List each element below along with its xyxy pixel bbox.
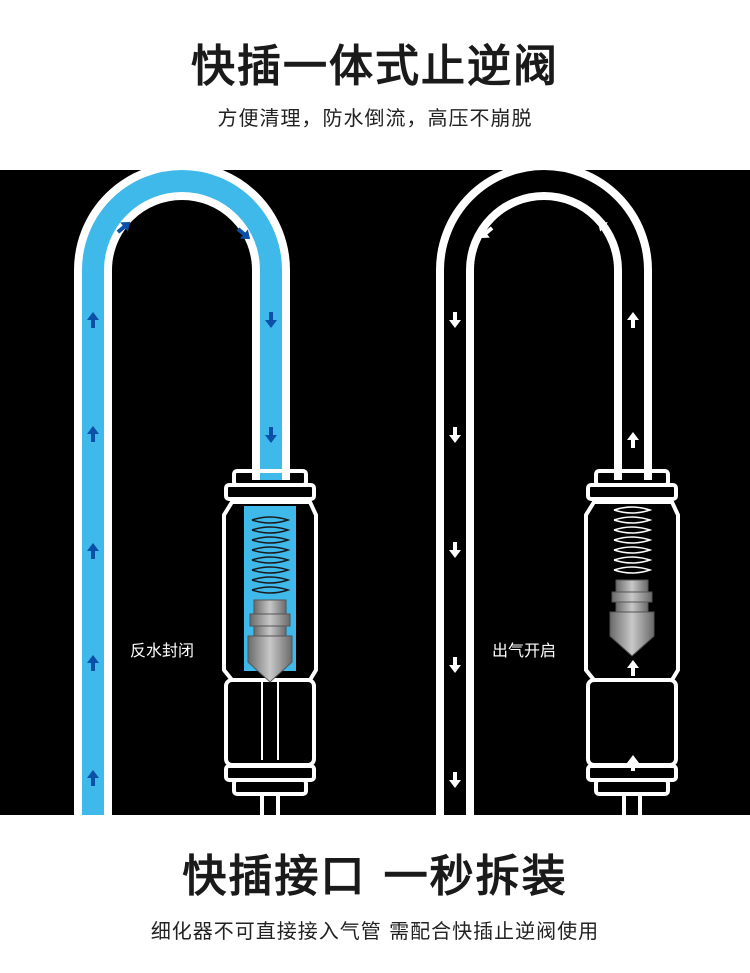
left-valve-core [247,599,293,683]
right-tube [436,170,652,815]
check-valve-diagram [74,170,680,815]
open-state-label: 出气开启 [492,641,557,660]
closed-state-label: 反水封闭 [130,641,195,660]
feature-title: 快插接口 一秒拆装 [182,851,568,902]
diagram-panel: 反水封闭 出气开启 [0,170,750,815]
feature-subtitle: 细化器不可直接接入气管 需配合快插止逆阀使用 [150,919,600,943]
page-subtitle: 方便清理，防水倒流，高压不崩脱 [217,106,533,130]
page-title: 快插一体式止逆阀 [191,41,559,92]
right-valve-core [609,579,655,657]
left-spring [251,516,291,594]
right-valve [584,469,680,796]
right-spring [613,506,653,574]
left-tube [74,170,290,815]
